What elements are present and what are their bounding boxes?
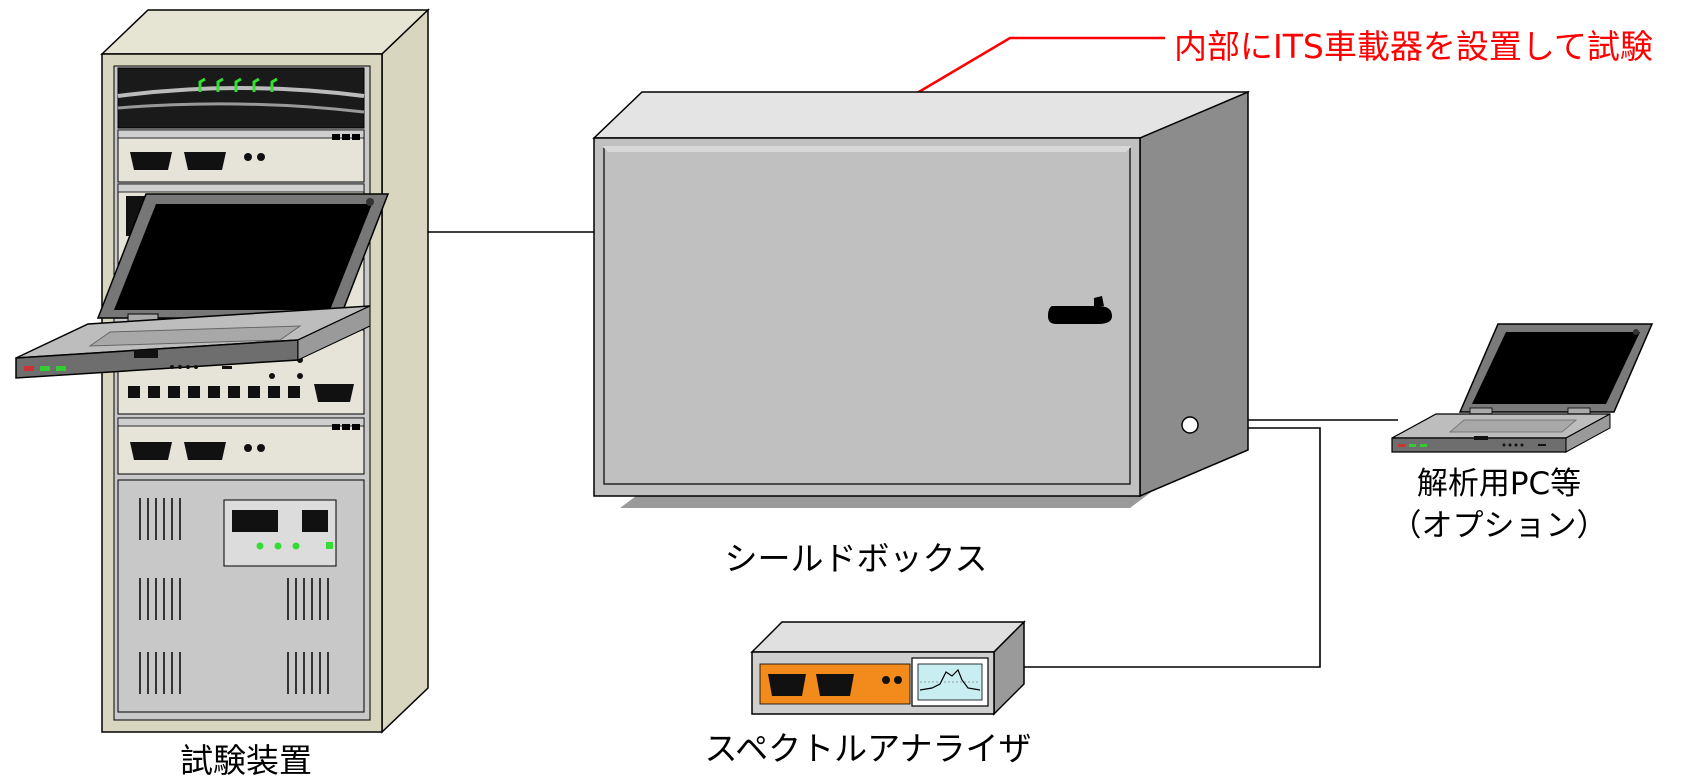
box-to-analyzer-line: [1018, 427, 1321, 668]
annotation-pointer: [889, 36, 1165, 111]
shield-box-icon: [592, 90, 1250, 508]
annotation-label: 内部にITS車載器を設置して試験: [1174, 27, 1653, 66]
shield-box-label: シールドボックス: [724, 539, 988, 578]
rack-laptop-icon: [15, 193, 390, 379]
analysis-pc-option-label: （オプション）: [1390, 508, 1608, 544]
analysis-pc-label: 解析用PC等: [1416, 466, 1582, 502]
spectrum-analyzer-icon: [750, 620, 1026, 716]
spectrum-analyzer-label: スペクトルアナライザ: [704, 729, 1032, 768]
box-handle-icon: [1048, 296, 1112, 324]
test-equipment-label: 試験装置: [180, 741, 312, 780]
equipment-rack-icon: [100, 8, 430, 734]
laptop-icon: [1391, 323, 1654, 453]
box-port-icon: [1181, 416, 1199, 434]
